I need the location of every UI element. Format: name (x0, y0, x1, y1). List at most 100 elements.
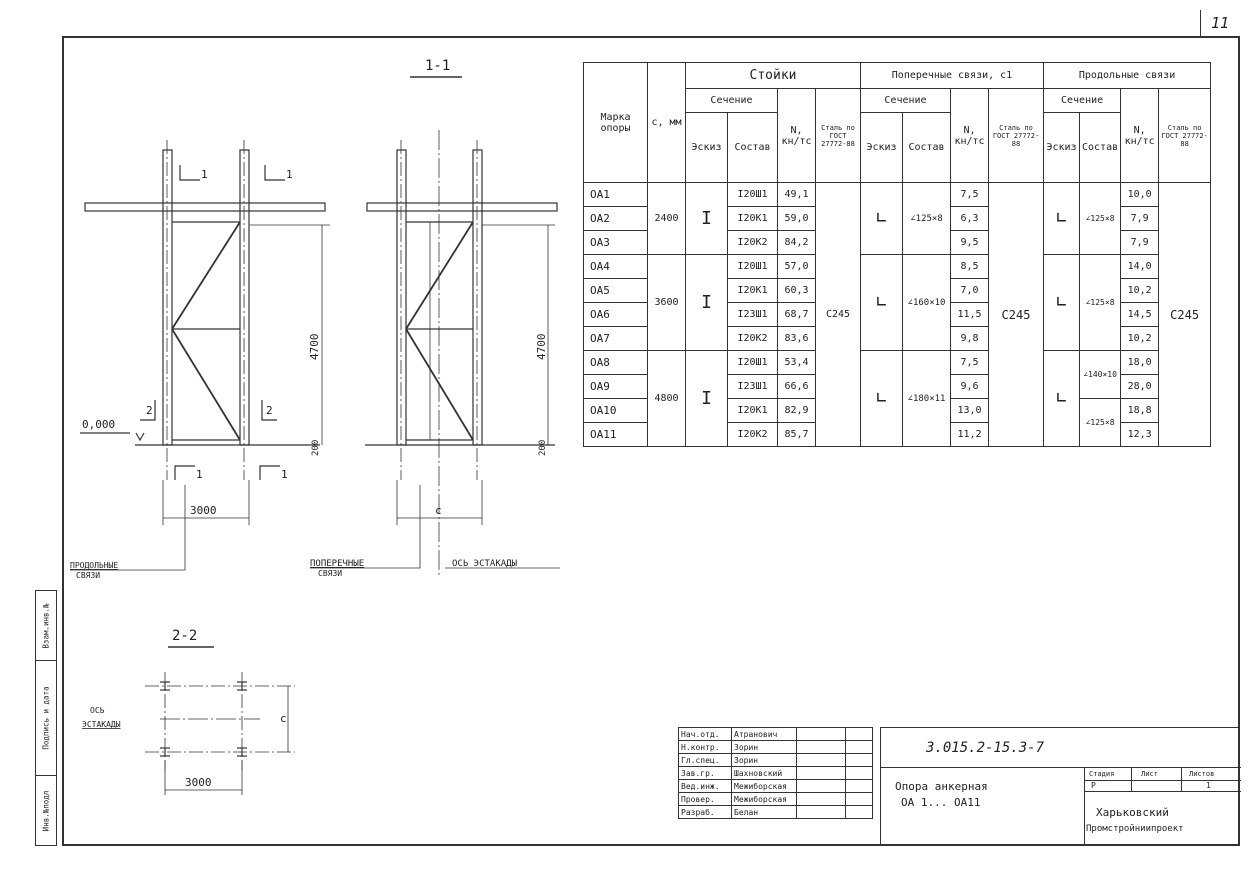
approval-sidebar: Взам.инв.№ Подпись и дата Инв.№подл (35, 590, 57, 846)
cell-n-posts: 85,7 (777, 422, 816, 447)
header-posts: Стойки (685, 62, 861, 89)
staff-date (845, 727, 873, 741)
cell-n-posts: 83,6 (777, 326, 816, 351)
staff-role: Провер. (678, 792, 732, 806)
cell-composition: I20Ш1 (727, 182, 778, 207)
svg-text:200: 200 (538, 440, 548, 456)
header-longitudinal: Продольные связи (1042, 62, 1212, 89)
cell-long-section: ∠125×8 (1078, 398, 1122, 447)
section-2-title: 2-2 (172, 628, 197, 644)
staff-name: Белан (731, 805, 797, 819)
drawing-frame (62, 36, 1240, 846)
cell-n-trans: 7,5 (950, 350, 989, 375)
cell-mark: ОА2 (583, 206, 648, 231)
cell-n-long: 28,0 (1120, 374, 1160, 399)
cell-n-trans: 9,8 (950, 326, 989, 351)
svg-text:2: 2 (266, 404, 273, 417)
i-beam-icon: I (685, 350, 728, 447)
organization: Харьковский (1096, 806, 1169, 819)
cell-composition: I20К1 (727, 206, 778, 231)
svg-text:ПРОДОЛЬНЫЕ: ПРОДОЛЬНЫЕ (70, 561, 118, 570)
height-dimension: 4700 (308, 334, 321, 361)
width-dimension: 3000 (190, 504, 217, 517)
cell-mark: ОА9 (583, 374, 648, 399)
drawing-title: Опора анкерная (895, 780, 988, 793)
cell-n-trans: 7,5 (950, 182, 989, 207)
cell-mark: ОА1 (583, 182, 648, 207)
staff-signature (796, 753, 846, 767)
cell-steel-posts: С245 (815, 182, 861, 447)
svg-text:с: с (435, 504, 442, 517)
cell-mark: ОА4 (583, 254, 648, 279)
cell-n-long: 10,2 (1120, 278, 1160, 303)
svg-text:1: 1 (286, 168, 293, 181)
cell-n-long: 7,9 (1120, 230, 1160, 255)
staff-name: Атранович (731, 727, 797, 741)
cell-n-trans: 6,3 (950, 206, 989, 231)
staff-signature (796, 792, 846, 806)
document-code: 3.015.2-15.3-7 (926, 740, 1045, 756)
col-c: с, мм (647, 62, 686, 183)
cell-n-posts: 59,0 (777, 206, 816, 231)
cell-composition: I20К1 (727, 278, 778, 303)
staff-name: Межиборская (731, 792, 797, 806)
staff-date (845, 753, 873, 767)
cell-composition: I20К1 (727, 398, 778, 423)
cell-c: 3600 (647, 254, 686, 351)
cell-c: 4800 (647, 350, 686, 447)
cell-n-trans: 11,5 (950, 302, 989, 327)
svg-text:1: 1 (201, 168, 208, 181)
cell-n-posts: 66,6 (777, 374, 816, 399)
section-1-title: 1-1 (425, 58, 450, 74)
cell-composition: I20К2 (727, 422, 778, 447)
svg-text:2: 2 (146, 404, 153, 417)
staff-row: Разраб.Белан (678, 805, 873, 819)
cell-mark: ОА7 (583, 326, 648, 351)
staff-row: Провер.Межиборская (678, 792, 873, 806)
svg-text:СВЯЗИ: СВЯЗИ (318, 569, 342, 578)
left-post (162, 149, 173, 446)
staff-name: Шахновский (731, 766, 797, 780)
cell-mark: ОА11 (583, 422, 648, 447)
cell-steel-trans: С245 (988, 182, 1044, 447)
staff-role: Вед.инж. (678, 779, 732, 793)
cell-n-posts: 57,0 (777, 254, 816, 279)
cell-n-long: 10,2 (1120, 326, 1160, 351)
cell-n-trans: 7,0 (950, 278, 989, 303)
svg-text:ОСЬ ЭСТАКАДЫ: ОСЬ ЭСТАКАДЫ (452, 559, 517, 569)
sidebar-cell-replaced: Взам.инв.№ (36, 591, 56, 661)
svg-text:с: с (280, 712, 287, 725)
svg-text:ЭСТАКАДЫ: ЭСТАКАДЫ (82, 720, 121, 729)
angle-icon: ∟ (1043, 182, 1080, 255)
cell-n-long: 18,0 (1120, 350, 1160, 375)
staff-role: Н.контр. (678, 740, 732, 754)
cell-trans-section: ∠180×11 (902, 350, 951, 447)
staff-row: Нач.отд.Атранович (678, 727, 873, 741)
staff-row: Зав.гр.Шахновский (678, 766, 873, 780)
cell-n-posts: 68,7 (777, 302, 816, 327)
cell-composition: I20Ш1 (727, 254, 778, 279)
staff-signature (796, 740, 846, 754)
svg-text:1: 1 (196, 468, 203, 481)
level-mark: 0,000 (82, 418, 115, 431)
staff-signature (796, 766, 846, 780)
cell-n-long: 14,0 (1120, 254, 1160, 279)
drawing-subtitle: ОА 1... ОА11 (901, 796, 981, 809)
staff-name: Зорин (731, 753, 797, 767)
title-block: 3.015.2-15.3-7 Опора анкерная ОА 1... ОА… (880, 727, 1241, 846)
header-transverse: Поперечные связи, с1 (860, 62, 1044, 89)
cell-n-long: 7,9 (1120, 206, 1160, 231)
cell-steel-long: С245 (1158, 182, 1212, 447)
top-beam-left (84, 202, 326, 212)
staff-date (845, 792, 873, 806)
i-beam-icon: I (685, 254, 728, 351)
svg-text:ПОПЕРЕЧНЫЕ: ПОПЕРЕЧНЫЕ (310, 559, 364, 569)
staff-signature (796, 779, 846, 793)
cell-composition: I20К2 (727, 326, 778, 351)
staff-row: Гл.спец.Зорин (678, 753, 873, 767)
